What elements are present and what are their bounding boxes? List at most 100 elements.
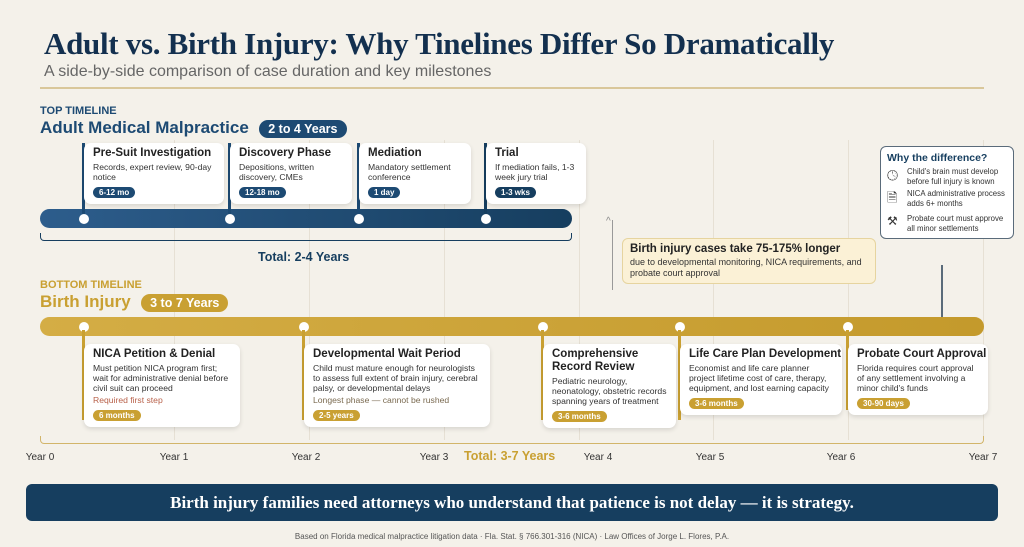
duration-badge: 3-6 months [552, 411, 607, 422]
milestone-note: Required first step [93, 395, 163, 405]
duration-badge: 1 day [368, 187, 401, 198]
why-title: Why the difference? [887, 152, 988, 164]
why-item: 🗎︎ NICA administrative process adds 6+ m… [887, 189, 1007, 211]
milestone-title: Mediation [368, 147, 422, 159]
milestone-card-pre-suit: Pre-Suit Investigation Records, expert r… [84, 143, 224, 204]
year-label: Year 0 [25, 452, 55, 463]
milestone-card-trial: Trial If mediation fails, 1-3 week jury … [486, 143, 586, 204]
milestone-dot [225, 214, 235, 224]
connector-line [941, 265, 943, 320]
milestone-desc: Child must mature enough for neurologist… [313, 363, 478, 393]
duration-badge: 2-5 years [313, 410, 360, 421]
milestone-card-developmental: Developmental Wait Period Child must mat… [304, 344, 490, 427]
bottom-heading: Birth Injury [40, 292, 131, 311]
gridline [713, 140, 714, 440]
milestone-title: Pre-Suit Investigation [93, 147, 212, 159]
milestone-note: Longest phase — cannot be rushed [313, 395, 450, 405]
milestone-title: Developmental Wait Period [313, 348, 461, 360]
why-difference-box: Why the difference? 🕓︎ Child's brain mus… [880, 146, 1014, 239]
top-section-label: TOP TIMELINE [40, 105, 117, 117]
milestone-stem [484, 143, 487, 215]
duration-badge: 1-3 wks [495, 187, 536, 198]
milestone-stem [82, 143, 85, 215]
milestone-desc: Must petition NICA program first; wait f… [93, 363, 229, 393]
milestone-stem [228, 143, 231, 215]
why-item: ⚒︎ Probate court must approve all minor … [887, 214, 1007, 233]
duration-badge: 3-6 months [689, 398, 744, 409]
adult-timeline-bar [40, 209, 572, 228]
milestone-stem [357, 143, 360, 215]
why-item-text: NICA administrative process adds 6+ mont… [907, 189, 1005, 208]
milestone-dot [299, 322, 309, 332]
milestone-stem [678, 330, 681, 420]
duration-badge: 30-90 days [857, 398, 910, 409]
page-title: Adult vs. Birth Injury: Why Tinelines Di… [44, 26, 835, 61]
year-label: Year 7 [968, 452, 998, 463]
top-heading: Adult Medical Malpractice [40, 118, 249, 137]
milestone-card-nica: NICA Petition & Denial Must petition NIC… [84, 344, 240, 427]
year-label: Year 5 [695, 452, 725, 463]
clock-icon: 🕓︎ [887, 167, 899, 183]
milestone-title: Discovery Phase [239, 147, 332, 159]
milestone-title: NICA Petition & Denial [93, 348, 216, 360]
divider [40, 87, 984, 89]
gridline [983, 140, 984, 440]
milestone-dot [843, 322, 853, 332]
gridline [309, 140, 310, 440]
milestone-stem [541, 330, 544, 420]
comparison-arrow [612, 220, 613, 290]
year-label: Year 4 [583, 452, 613, 463]
milestone-dot [79, 214, 89, 224]
milestone-dot [538, 322, 548, 332]
gridline [444, 140, 445, 440]
gridline [848, 140, 849, 440]
gavel-icon: ⚒︎ [887, 214, 898, 228]
year-label: Year 6 [826, 452, 856, 463]
milestone-card-life-care: Life Care Plan Development Economist and… [680, 344, 842, 415]
milestone-card-probate: Probate Court Approval Florida requires … [848, 344, 988, 415]
longer-callout: Birth injury cases take 75-175% longer d… [622, 238, 876, 284]
why-item: 🕓︎ Child's brain must develop before ful… [887, 167, 1007, 186]
milestone-title: Probate Court Approval [857, 348, 987, 360]
milestone-title: Life Care Plan Development [689, 348, 842, 360]
milestone-desc: Depositions, written discovery, CMEs [239, 162, 314, 182]
bottom-section-label: BOTTOM TIMELINE [40, 279, 142, 291]
footer-source: Based on Florida medical malpractice lit… [294, 532, 730, 541]
top-range-badge: 2 to 4 Years [259, 120, 347, 138]
milestone-desc: Economist and life care planner project … [689, 363, 829, 393]
gridline [579, 140, 580, 440]
milestone-stem [82, 330, 85, 420]
why-item-text: Child's brain must develop before full i… [907, 167, 999, 186]
arrow-up-icon: ^ [606, 216, 611, 227]
milestone-dot [481, 214, 491, 224]
duration-badge: 6-12 mo [93, 187, 136, 198]
milestone-title: Trial [495, 147, 519, 159]
year-label: Year 1 [159, 452, 189, 463]
document-icon: 🗎︎ [887, 190, 898, 205]
adult-total-bracket [40, 233, 572, 241]
milestone-desc: Records, expert review, 90-day notice [93, 162, 212, 182]
strategy-banner: Birth injury families need attorneys who… [26, 484, 998, 521]
milestone-stem [846, 330, 849, 410]
milestone-card-record-review: Comprehensive Record Review Pediatric ne… [543, 344, 676, 428]
callout-headline: Birth injury cases take 75-175% longer [630, 243, 841, 255]
top-heading-row: Adult Medical Malpractice 2 to 4 Years [40, 118, 347, 138]
page-subtitle: A side-by-side comparison of case durati… [44, 63, 492, 80]
why-item-text: Probate court must approve all minor set… [907, 214, 1004, 233]
bottom-range-badge: 3 to 7 Years [141, 294, 229, 312]
milestone-stem [302, 330, 305, 420]
milestone-card-mediation: Mediation Mandatory settlement conferenc… [359, 143, 471, 204]
birth-injury-timeline-bar [40, 317, 984, 336]
birth-total-bracket [40, 436, 984, 444]
milestone-dot [675, 322, 685, 332]
milestone-card-discovery: Discovery Phase Depositions, written dis… [230, 143, 352, 204]
adult-total-label: Total: 2-4 Years [258, 250, 350, 264]
birth-total-label: Total: 3-7 Years [464, 449, 556, 463]
milestone-dot [354, 214, 364, 224]
milestone-desc: Mandatory settlement conference [368, 162, 451, 182]
milestone-desc: Pediatric neurology, neonatology, obstet… [552, 376, 667, 406]
duration-badge: 12-18 mo [239, 187, 286, 198]
gridline [174, 140, 175, 440]
year-label: Year 2 [291, 452, 321, 463]
milestone-title: Comprehensive Record Review [552, 348, 639, 373]
